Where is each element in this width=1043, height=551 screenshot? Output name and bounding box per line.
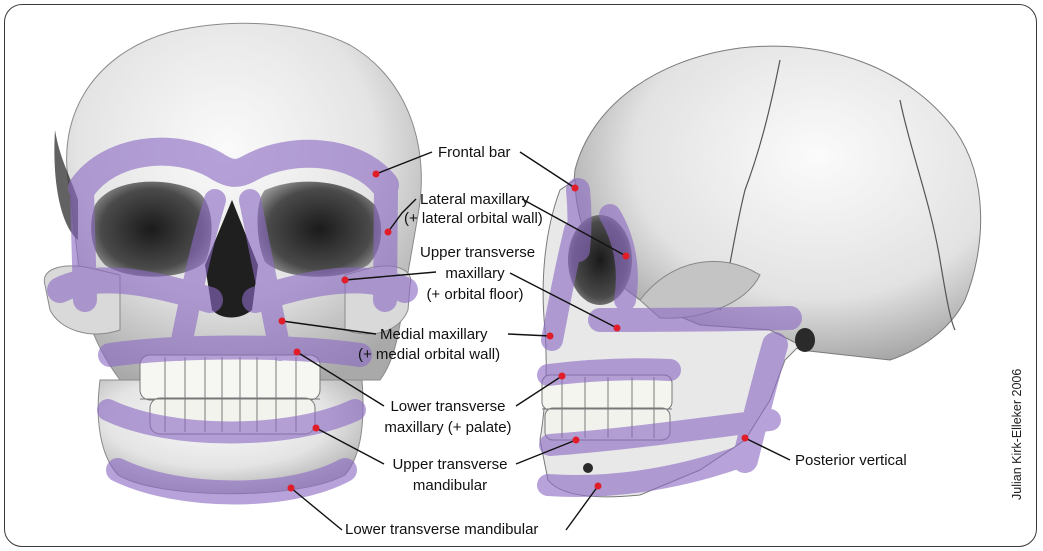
label-medial-orbital-wall: (+ medial orbital wall) bbox=[358, 345, 500, 364]
label-posterior-vertical: Posterior vertical bbox=[795, 451, 907, 470]
marker-upper-transverse-mandibular-front bbox=[313, 425, 320, 432]
label-palate: maxillary (+ palate) bbox=[373, 418, 523, 437]
label-lower-transverse-mandibular: Lower transverse mandibular bbox=[345, 520, 538, 539]
label-lateral-maxillary: Lateral maxillary bbox=[420, 190, 529, 209]
marker-medial-maxillary-side bbox=[547, 333, 554, 340]
marker-medial-maxillary-front bbox=[279, 318, 286, 325]
leader-lower-transverse-mandibular-front bbox=[291, 488, 342, 530]
marker-lower-transverse-maxillary-front bbox=[294, 349, 301, 356]
side-ear-canal bbox=[795, 328, 815, 352]
label-upper-transverse-maxillary: Upper transverse bbox=[420, 243, 530, 262]
label-medial-maxillary: Medial maxillary bbox=[380, 325, 488, 344]
label-upper-transverse-maxillary-2: maxillary bbox=[420, 264, 530, 283]
marker-posterior-vertical bbox=[742, 435, 749, 442]
marker-lower-transverse-maxillary-side bbox=[559, 373, 566, 380]
label-upper-transverse-mandibular-2: mandibular bbox=[380, 476, 520, 495]
marker-upper-transverse-mandibular-side bbox=[573, 437, 580, 444]
front-orbit-right bbox=[258, 182, 382, 277]
marker-lateral-maxillary-front bbox=[385, 229, 392, 236]
label-orbital-floor: (+ orbital floor) bbox=[420, 285, 530, 304]
side-lower-transverse-maxillary bbox=[548, 369, 670, 375]
marker-frontal-bar-side bbox=[572, 185, 579, 192]
artist-credit: Julian Kirk-Elleker 2006 bbox=[1010, 369, 1024, 500]
marker-lateral-maxillary-side bbox=[623, 253, 630, 260]
label-lower-transverse-maxillary: Lower transverse bbox=[373, 397, 523, 416]
marker-frontal-bar-front bbox=[373, 171, 380, 178]
side-upper-transverse-maxillary bbox=[600, 318, 790, 320]
marker-lower-transverse-mandibular-front bbox=[288, 485, 295, 492]
marker-lower-transverse-mandibular-side bbox=[595, 483, 602, 490]
front-lower-transverse-maxillary bbox=[110, 348, 360, 356]
label-lateral-orbital-wall: (+ lateral orbital wall) bbox=[404, 209, 543, 228]
marker-upper-transverse-maxillary-side bbox=[614, 325, 621, 332]
label-upper-transverse-mandibular: Upper transverse bbox=[380, 455, 520, 474]
leader-frontal-bar-side bbox=[520, 152, 575, 188]
label-frontal-bar: Frontal bar bbox=[438, 143, 511, 162]
side-mental-foramen bbox=[583, 463, 593, 473]
marker-upper-transverse-maxillary-front bbox=[342, 277, 349, 284]
front-upper-teeth bbox=[140, 355, 320, 400]
